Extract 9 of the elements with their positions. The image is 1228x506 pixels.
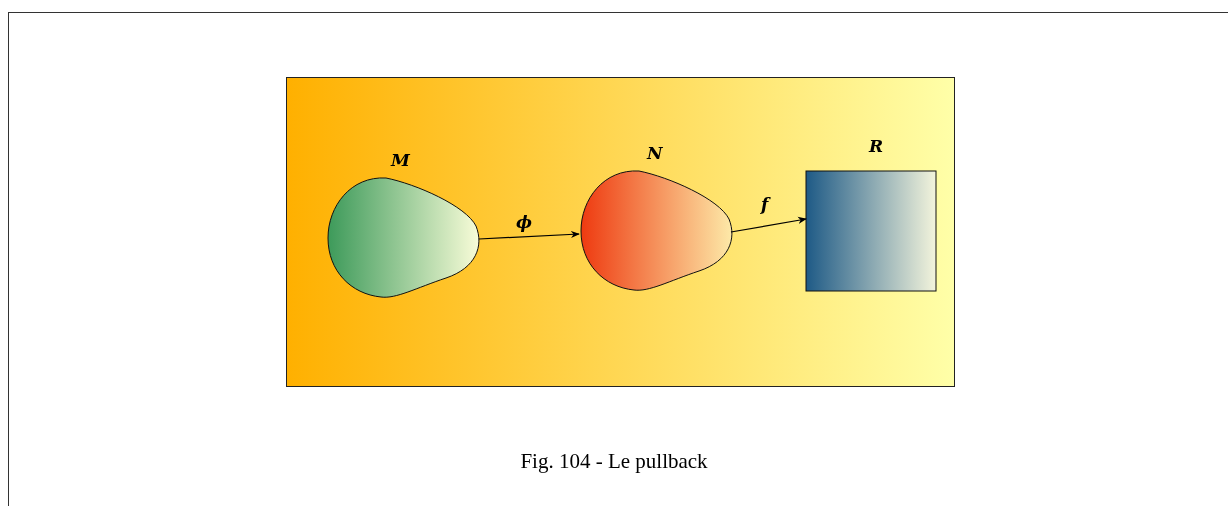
edge-label: ϕ bbox=[516, 212, 532, 232]
shape-label: N bbox=[647, 143, 663, 163]
arrow bbox=[478, 230, 580, 240]
figure-caption: Fig. 104 - Le pullback bbox=[520, 449, 708, 474]
shape-label: R bbox=[869, 136, 884, 156]
edge-label: f bbox=[761, 194, 769, 214]
shape-label: M bbox=[391, 150, 410, 170]
background-panel bbox=[286, 77, 955, 387]
arrow bbox=[730, 216, 807, 233]
